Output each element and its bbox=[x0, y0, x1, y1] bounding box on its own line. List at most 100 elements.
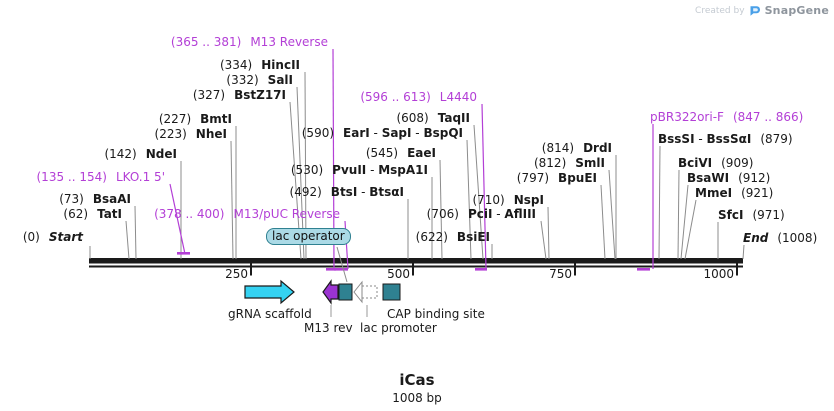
label-text: (797) bbox=[516, 171, 550, 185]
label-text: (0) bbox=[22, 230, 40, 244]
label-text: BsaAI bbox=[92, 192, 131, 206]
feature-open-arrow-head bbox=[353, 280, 363, 304]
label-text: End bbox=[743, 231, 769, 245]
enzyme-site-label[interactable]: (706) PciI - AflIII bbox=[427, 208, 536, 221]
primer-bar bbox=[637, 268, 650, 271]
label-text: (879) bbox=[760, 132, 793, 146]
axis-tick-label: 750 bbox=[549, 267, 572, 281]
enzyme-site-label[interactable]: (142)NdeI bbox=[104, 148, 177, 161]
label-text: NdeI bbox=[145, 147, 177, 161]
label-text: (62) bbox=[63, 207, 89, 221]
leader-line bbox=[677, 169, 680, 260]
enzyme-site-label[interactable]: (332)SalI bbox=[226, 74, 293, 87]
enzyme-site-label[interactable]: (622)BsiEI bbox=[416, 231, 490, 244]
lac-operator-tag[interactable]: lac operator bbox=[266, 228, 351, 245]
enzyme-site-label[interactable]: SfcI (971) bbox=[718, 209, 785, 222]
leader-line bbox=[466, 139, 472, 260]
label-text: BstZ17I bbox=[234, 88, 286, 102]
label-text: (596 .. 613) bbox=[360, 90, 431, 104]
leader-line bbox=[608, 169, 616, 260]
primer-bar bbox=[334, 268, 348, 271]
feature-arrow-left bbox=[322, 279, 339, 305]
label-text: MspA1I bbox=[378, 163, 428, 177]
label-text: AflIII bbox=[504, 207, 536, 221]
label-text: SfcI bbox=[718, 208, 744, 222]
label-text: LKO.1 5' bbox=[115, 170, 165, 184]
feature-label[interactable]: CAP binding site bbox=[387, 307, 485, 321]
enzyme-site-label[interactable]: (545) EaeI bbox=[366, 147, 436, 160]
primer-label[interactable]: (135 .. 154) LKO.1 5' bbox=[37, 171, 166, 184]
enzyme-site-label[interactable]: (223)NheI bbox=[155, 128, 227, 141]
enzyme-site-label[interactable]: (227)BmtI bbox=[159, 113, 232, 126]
label-text: (912) bbox=[738, 171, 771, 185]
enzyme-site-label[interactable]: (530)PvuII - MspA1I bbox=[291, 164, 428, 177]
enzyme-site-label[interactable]: (492)BtsI - BtsαI bbox=[290, 186, 404, 199]
leader-line bbox=[230, 140, 234, 260]
primer-label[interactable]: pBR322ori-F(847 .. 866) bbox=[650, 111, 803, 124]
label-text: (135 .. 154) bbox=[36, 170, 107, 184]
label-text: (227) bbox=[158, 112, 192, 126]
enzyme-site-label[interactable]: (814)DrdI bbox=[542, 142, 612, 155]
primer-label[interactable]: (365 .. 381)M13 Reverse bbox=[171, 36, 328, 49]
primer-label[interactable]: (378 .. 400)M13/pUC Reverse bbox=[154, 208, 340, 221]
enzyme-site-label[interactable]: (334) HincII bbox=[220, 59, 300, 72]
enzyme-site-label[interactable]: BssSI - BssSαI(879) bbox=[658, 133, 793, 146]
label-text: SmlI bbox=[575, 156, 605, 170]
label-text: (971) bbox=[752, 208, 785, 222]
label-text: BtsαI bbox=[369, 185, 404, 199]
label-text: (812) bbox=[533, 156, 567, 170]
enzyme-site-label[interactable]: (73) BsaAI bbox=[59, 193, 131, 206]
label-text: (1008) bbox=[777, 231, 818, 245]
label-text: (492) bbox=[289, 185, 322, 199]
label-text: BtsI bbox=[330, 185, 358, 199]
feature-box bbox=[338, 283, 353, 301]
sequence-axis-bar bbox=[89, 258, 743, 264]
enzyme-site-label[interactable]: MmeI(921) bbox=[695, 187, 773, 200]
leader-line bbox=[742, 244, 745, 260]
enzyme-site-label[interactable]: (327) BstZ17I bbox=[193, 89, 286, 102]
enzyme-site-label[interactable]: (0)Start bbox=[23, 231, 83, 244]
enzyme-site-label[interactable]: (710)NspI bbox=[472, 194, 544, 207]
label-text: BsaWI bbox=[687, 171, 730, 185]
label-text: L4440 bbox=[439, 90, 477, 104]
label-text: (710) bbox=[472, 193, 505, 207]
label-text: EaeI bbox=[407, 146, 436, 160]
enzyme-site-label[interactable]: (797) BpuEI bbox=[517, 172, 597, 185]
label-text: (545) bbox=[365, 146, 399, 160]
leader-line bbox=[600, 184, 606, 260]
label-text: HincII bbox=[261, 58, 300, 72]
label-text: EarI bbox=[343, 126, 370, 140]
label-text: (73) bbox=[59, 192, 84, 206]
label-text: (814) bbox=[541, 141, 575, 155]
enzyme-site-label[interactable]: (590)EarI - SapI - BspQI bbox=[302, 127, 463, 140]
enzyme-site-label[interactable]: BciVI(909) bbox=[678, 157, 753, 170]
label-text: - bbox=[366, 163, 379, 177]
enzyme-site-label[interactable]: End (1008) bbox=[743, 232, 817, 245]
label-text: - bbox=[492, 207, 505, 221]
label-text: (327) bbox=[192, 88, 226, 102]
label-text: TatI bbox=[97, 207, 122, 221]
feature-label[interactable]: M13 rev bbox=[304, 321, 353, 335]
feature-label[interactable]: lac promoter bbox=[360, 321, 437, 335]
enzyme-site-label[interactable]: (62) TatI bbox=[63, 208, 122, 221]
enzyme-site-label[interactable]: BsaWI (912) bbox=[687, 172, 770, 185]
label-text: (334) bbox=[219, 58, 253, 72]
label-text: BssSI bbox=[658, 132, 695, 146]
feature-open-arrow-body bbox=[361, 285, 378, 299]
label-text: BpuEI bbox=[558, 171, 597, 185]
label-text: M13/pUC Reverse bbox=[233, 207, 341, 221]
label-text: (921) bbox=[741, 186, 774, 200]
leader-line bbox=[134, 205, 137, 260]
label-text: NheI bbox=[195, 127, 227, 141]
label-text: SapI bbox=[381, 126, 412, 140]
label-text: BsiEI bbox=[456, 230, 490, 244]
label-text: - bbox=[369, 126, 382, 140]
feature-label[interactable]: gRNA scaffold bbox=[228, 307, 312, 321]
watermark-brand-text: SnapGene bbox=[764, 4, 829, 17]
primer-label[interactable]: (596 .. 613) L4440 bbox=[360, 91, 477, 104]
label-text: PciI bbox=[467, 207, 493, 221]
enzyme-site-label[interactable]: (608)TaqII bbox=[396, 112, 470, 125]
label-text: (706) bbox=[426, 207, 459, 221]
leader-line bbox=[684, 199, 697, 260]
enzyme-site-label[interactable]: (812) SmlI bbox=[534, 157, 605, 170]
